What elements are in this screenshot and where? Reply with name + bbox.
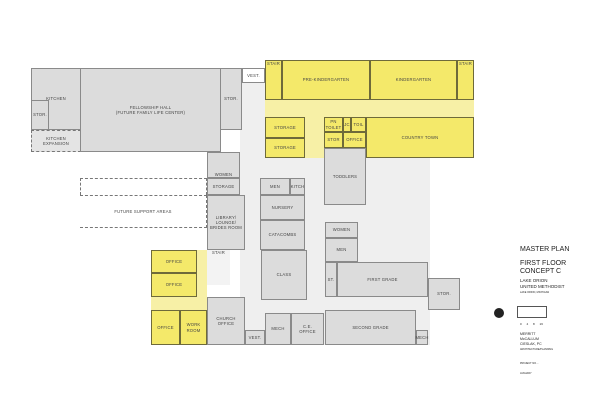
stair-mid: STAIR bbox=[207, 250, 230, 285]
north-arrow-icon bbox=[494, 308, 504, 318]
women-restroom-2: WOMEN bbox=[325, 222, 358, 238]
storage-st: ST. bbox=[325, 262, 337, 297]
women-restroom-1: WOMEN bbox=[207, 152, 240, 178]
work-room: WORK ROOM bbox=[180, 310, 207, 345]
concept-label: CONCEPT C bbox=[520, 268, 562, 275]
future-support-areas: FUTURE SUPPORT AREAS bbox=[80, 195, 207, 228]
pre-kindergarten: PRE-KINDERGARTEN bbox=[282, 60, 370, 100]
date: JANUARY bbox=[520, 372, 532, 375]
kitchenette: KITCH bbox=[290, 178, 305, 195]
firm-name-3: CIESLAK, PC bbox=[520, 342, 542, 346]
yellow-corridor-3 bbox=[151, 297, 207, 310]
toddlers: TODDLERS bbox=[324, 148, 366, 205]
yellow-corridor bbox=[265, 100, 474, 117]
nursery: NURSERY bbox=[260, 195, 305, 220]
floor-label: FIRST FLOOR bbox=[520, 260, 567, 267]
church-name-1: LAKE ORION bbox=[520, 278, 548, 283]
storage-3: STORAGE bbox=[207, 178, 240, 195]
catacombs: CATACOMBS bbox=[260, 220, 305, 250]
kindergarten: KINDERGARTEN bbox=[370, 60, 457, 100]
plan-title: MASTER PLAN bbox=[520, 246, 570, 253]
storage-right: STOR. bbox=[428, 278, 460, 310]
scale-bar bbox=[517, 306, 547, 318]
future-area-1 bbox=[80, 178, 207, 195]
ce-office: C.E. OFFICE bbox=[291, 313, 324, 345]
men-restroom-1: MEN bbox=[260, 178, 290, 195]
kitchen-storage: STOR. bbox=[31, 100, 49, 130]
stair-right: STAIR bbox=[457, 60, 474, 100]
church-name-2: UNITED METHODIST bbox=[520, 284, 565, 289]
hall-storage: STOR. bbox=[220, 68, 242, 130]
office-small: OFFICE bbox=[343, 132, 366, 148]
church-office: CHURCH OFFICE bbox=[207, 297, 245, 345]
library: LIBRARY/ LOUNGE/ BRIDES ROOM bbox=[207, 195, 245, 250]
stair-left: STAIR bbox=[265, 60, 282, 100]
location: LAKE ORION, MICHIGAN bbox=[520, 291, 550, 294]
vestibule-bottom: VEST. bbox=[245, 330, 265, 345]
office-1: OFFICE bbox=[151, 250, 197, 273]
firm-type: ARCHITECTURE/PLANNING bbox=[520, 348, 554, 351]
storage-2: STORAGE bbox=[265, 138, 305, 158]
project-number: PROJECT NO. - bbox=[520, 362, 539, 365]
toilet: TOIL bbox=[351, 117, 366, 132]
mech-1: MECH bbox=[265, 313, 291, 345]
country-town: COUNTRY TOWN bbox=[366, 117, 474, 158]
class: CLASS bbox=[261, 250, 307, 300]
yellow-corridor-4 bbox=[197, 250, 207, 310]
pn-toilet: PN TOILET bbox=[324, 117, 343, 132]
yellow-corridor-2 bbox=[305, 117, 324, 158]
storage-1: STORAGE bbox=[265, 117, 305, 138]
storage-small: STOR bbox=[324, 132, 343, 148]
office-3: OFFICE bbox=[151, 310, 180, 345]
jc: JC bbox=[343, 117, 351, 132]
office-2: OFFICE bbox=[151, 273, 197, 297]
first-grade: FIRST GRADE bbox=[337, 262, 428, 297]
kitchen-expansion: KITCHEN EXPANSION bbox=[31, 130, 81, 152]
firm-name-1: MERRITT bbox=[520, 332, 536, 336]
second-grade: SECOND GRADE bbox=[325, 310, 416, 345]
men-restroom-2: MEN bbox=[325, 238, 358, 262]
vestibule-top: VEST. bbox=[242, 68, 265, 83]
firm-name-2: McCALLUM bbox=[520, 337, 539, 341]
fellowship-hall: FELLOWSHIP HALL (FUTURE FAMILY LIFE CENT… bbox=[80, 68, 221, 152]
scale-labels: 0 4 8 16 bbox=[520, 322, 543, 326]
mech-2: MECH bbox=[415, 330, 428, 345]
